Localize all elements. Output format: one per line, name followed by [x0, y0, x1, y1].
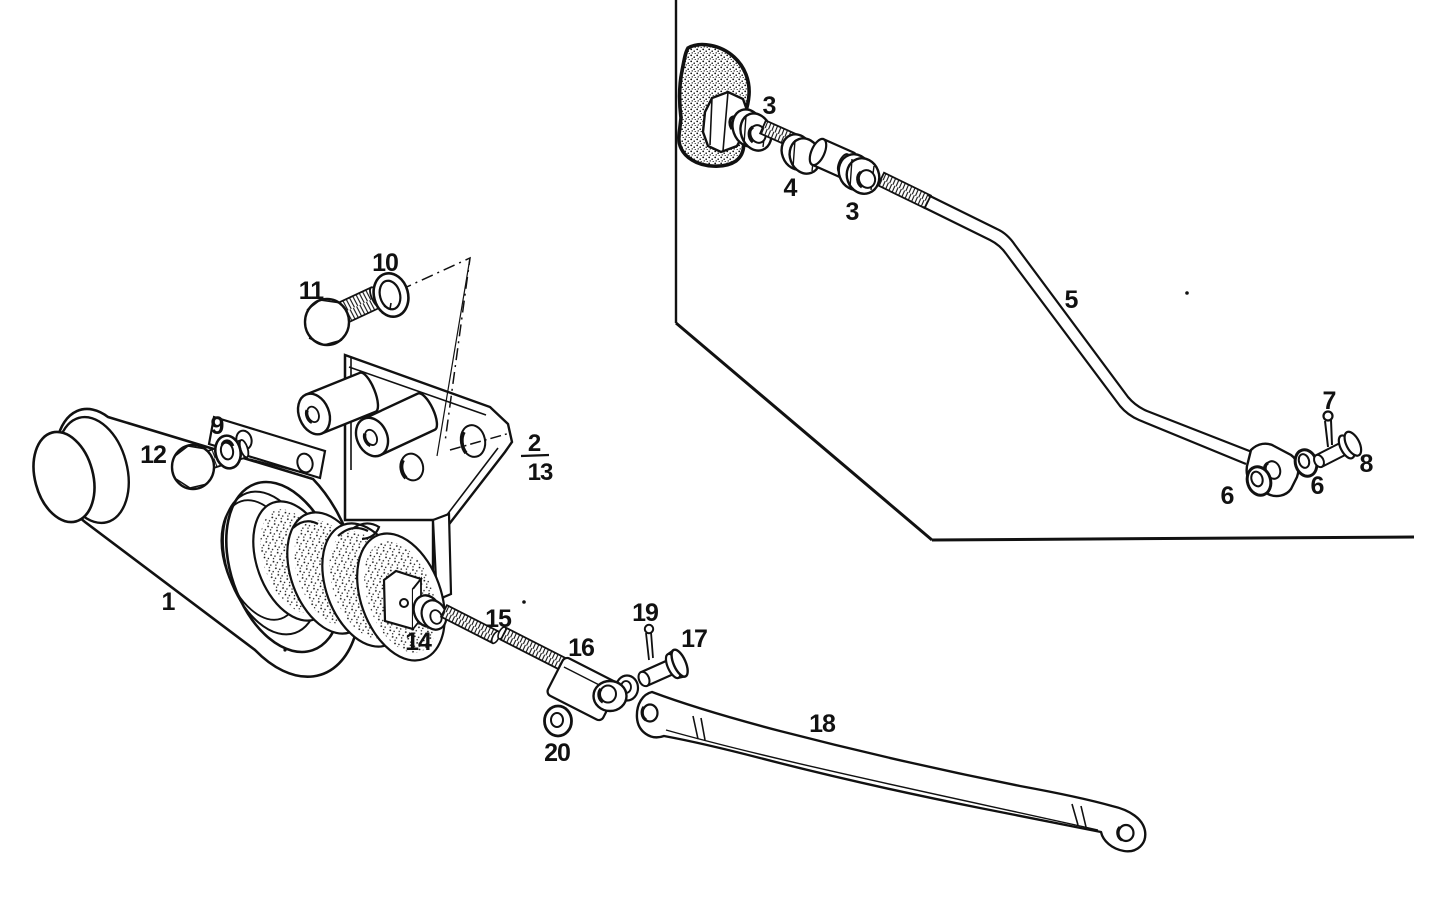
nut-3-lower — [837, 153, 881, 195]
washer-10 — [372, 271, 410, 319]
clevis-16 — [546, 656, 640, 722]
rod-5-bottom-edge — [922, 206, 1247, 466]
grommet-boss-facets — [709, 91, 729, 152]
lever-arm-18 — [635, 690, 1147, 853]
label-part8: 8 — [1360, 450, 1374, 478]
label-part20: 20 — [544, 739, 570, 767]
label-part15: 15 — [485, 605, 512, 633]
label-part7: 7 — [1323, 387, 1336, 415]
control-rod-5 — [876, 171, 1300, 498]
bolt-11-head — [303, 297, 351, 347]
arm-outline — [635, 690, 1147, 853]
pointer-solid-line — [436, 257, 471, 457]
label-part10: 10 — [372, 249, 398, 277]
label-part5: 5 — [1065, 286, 1079, 314]
label-part12: 12 — [140, 441, 166, 469]
bulkhead-panel-outline — [674, 0, 1415, 542]
bracket-hole-lower — [399, 452, 425, 482]
fitting-chain — [731, 108, 881, 195]
cotter-pin-7 — [1322, 410, 1334, 448]
label-part6-left: 6 — [1221, 482, 1234, 510]
bracket-hole-upper — [459, 424, 487, 458]
cylinder-dome — [32, 430, 96, 524]
label-part14: 14 — [405, 628, 432, 656]
rod-end-hardware — [1245, 410, 1363, 497]
rod-5-threaded-end — [876, 171, 933, 210]
label-part2-13-fraction: 2 13 — [520, 430, 554, 486]
clevis-pin-8 — [1313, 430, 1363, 469]
arm-tick-marks — [692, 715, 1087, 828]
callout-pointer-lines — [399, 256, 511, 457]
bulkhead-grommet — [677, 42, 751, 168]
bellows-top-clips — [292, 520, 381, 541]
clevis-pin-17 — [637, 648, 689, 688]
washer-9 — [214, 434, 242, 470]
hole-center-line — [449, 432, 511, 451]
standoff-spacer-lower — [354, 392, 439, 458]
cotter-pin-19 — [643, 623, 655, 661]
arm-thickness-line — [665, 729, 1099, 831]
label-part1: 1 — [162, 588, 176, 616]
label-part3-lower: 3 — [846, 198, 859, 226]
threaded-rod-15 — [439, 603, 571, 673]
label-part11: 11 — [299, 277, 325, 305]
label-part6-right: 6 — [1311, 472, 1324, 500]
bracket-2-13 — [296, 353, 514, 604]
label-part9: 9 — [211, 412, 224, 440]
rod-5-top-edge — [927, 194, 1253, 454]
part-number-labels: 3 4 3 5 6 6 7 8 9 10 11 12 1 14 15 16 17… — [140, 92, 1374, 767]
label-part16: 16 — [568, 634, 594, 662]
label-part19: 19 — [632, 599, 658, 627]
bolt-12-head — [170, 443, 216, 491]
standoff-spacer-upper — [296, 371, 380, 436]
washer-20 — [543, 704, 573, 738]
bellows-stack — [252, 500, 446, 662]
label-part4: 4 — [784, 174, 798, 202]
label-part17: 17 — [681, 625, 707, 653]
fraction-bar — [520, 453, 550, 458]
label-part3-upper: 3 — [763, 92, 776, 120]
panel-diagonal-edge — [675, 321, 933, 542]
reference-dots — [283, 291, 1189, 652]
label-part13: 13 — [528, 459, 553, 486]
panel-bottom-edge — [931, 535, 1415, 542]
washer-6-left — [1245, 465, 1273, 497]
label-part18: 18 — [809, 710, 836, 738]
label-part2: 2 — [528, 430, 541, 457]
